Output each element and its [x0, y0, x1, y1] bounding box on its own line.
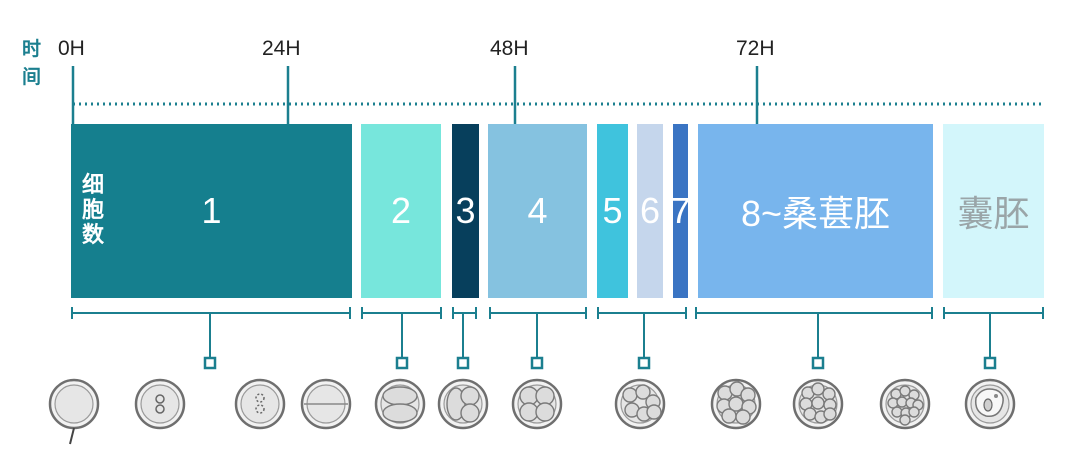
cell-count-label: 细胞数	[82, 172, 105, 247]
cell-body	[140, 384, 180, 424]
blastomere	[519, 386, 539, 406]
stage-brackets	[71, 307, 1044, 370]
stage-block-4: 4	[488, 124, 587, 298]
embryo-oocyte	[48, 378, 100, 445]
blastomere	[646, 404, 662, 420]
embryo-8-cell	[710, 378, 762, 430]
blastomere	[811, 382, 825, 396]
stage-label-5: 5	[602, 190, 623, 231]
embryo-compacting	[792, 378, 844, 430]
time-label-48h: 48H	[490, 37, 529, 60]
blastomere	[635, 384, 651, 400]
blastomere	[908, 406, 920, 418]
blastomere	[460, 386, 480, 406]
blastomere	[460, 403, 480, 423]
time-axis-lines	[71, 66, 1044, 124]
stage-label-4: 4	[527, 190, 548, 231]
time-label-24h: 24H	[262, 37, 301, 60]
stage-bracket	[943, 307, 1044, 370]
cell-nucleus	[994, 394, 998, 398]
blastomere	[721, 408, 737, 424]
stage-block-1: 1	[71, 124, 352, 298]
stage-label-1: 1	[201, 190, 222, 231]
embryo-illustrations	[48, 378, 1016, 445]
bracket-marker	[530, 356, 544, 370]
bracket-marker	[811, 356, 825, 370]
time-label-72h: 72H	[736, 37, 775, 60]
stage-bracket	[452, 307, 477, 370]
stage-block-8-morula: 8~桑葚胚	[698, 124, 933, 298]
inner-cell-mass	[983, 398, 993, 412]
embryo-pronuclei	[234, 378, 286, 430]
stage-block-5: 5	[597, 124, 628, 298]
bracket-marker	[203, 356, 217, 370]
stage-bracket	[597, 307, 687, 370]
time-axis-title: 时间	[22, 39, 42, 88]
embryo-4-cell	[511, 378, 563, 430]
embryo-first-cleavage	[300, 378, 352, 430]
cell-body	[240, 384, 280, 424]
blastomere	[535, 386, 555, 406]
blastomere	[811, 396, 825, 410]
pronucleus	[155, 404, 165, 414]
embryo-6-cell	[614, 378, 666, 430]
embryo-3-cell	[437, 378, 489, 430]
pronucleus	[255, 393, 265, 403]
blastomere	[382, 403, 418, 423]
stage-bracket	[489, 307, 587, 370]
blastomere	[382, 386, 418, 406]
blastomere	[803, 407, 817, 421]
pronucleus	[155, 394, 165, 404]
stage-bracket	[71, 307, 351, 370]
embryo-2-cell	[374, 378, 426, 430]
bracket-marker	[983, 356, 997, 370]
stage-block-7: 7	[670, 124, 691, 298]
bracket-marker	[395, 356, 409, 370]
stage-label-blastocyst: 囊胚	[957, 193, 1030, 234]
blastomere	[622, 387, 638, 403]
stage-label-6: 6	[639, 190, 661, 231]
stage-bracket	[361, 307, 442, 370]
sperm-tail	[69, 427, 75, 445]
embryo-morula	[879, 378, 931, 430]
blastomere	[519, 402, 539, 422]
stage-block-blastocyst: 囊胚	[943, 124, 1044, 298]
stage-label-3: 3	[455, 190, 476, 231]
bracket-marker	[456, 356, 470, 370]
time-label-0h: 0H	[58, 37, 85, 60]
blastomere	[899, 414, 911, 426]
blastomere	[535, 402, 555, 422]
stage-label-2: 2	[390, 190, 412, 231]
pronucleus	[255, 404, 265, 414]
bracket-marker	[637, 356, 651, 370]
stage-block-6: 6	[637, 124, 663, 298]
cell-body	[54, 384, 94, 424]
blastomere	[822, 387, 836, 401]
blastomere	[735, 409, 751, 425]
embryo-zygote	[134, 378, 186, 430]
stage-block-2: 2	[361, 124, 441, 298]
stage-bracket	[695, 307, 933, 370]
embryo-blastocyst	[964, 378, 1016, 430]
stage-block-3: 3	[452, 124, 479, 298]
stage-label-8-morula: 8~桑葚胚	[740, 193, 891, 234]
blastomere	[823, 407, 837, 421]
stage-label-7: 7	[670, 190, 691, 231]
